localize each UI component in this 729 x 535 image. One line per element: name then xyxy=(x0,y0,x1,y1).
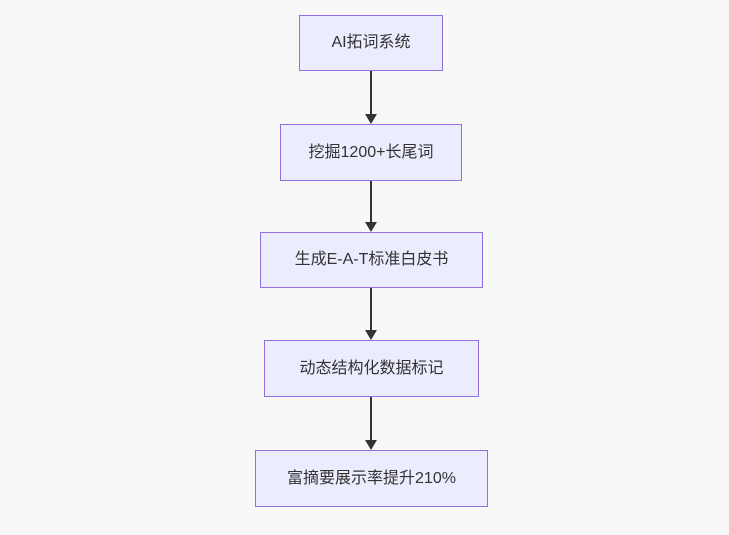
flowchart-edge-1 xyxy=(364,71,377,124)
edge-line xyxy=(369,397,372,440)
flowchart-node-rich-snippet-rate-increase: 富摘要展示率提升210% xyxy=(255,450,488,507)
arrowhead-down-icon xyxy=(364,114,377,124)
edge-line xyxy=(369,181,372,222)
flowchart-node-mine-longtail-keywords: 挖掘1200+长尾词 xyxy=(280,124,462,181)
node-label: 动态结构化数据标记 xyxy=(299,359,444,377)
flowchart-edge-3 xyxy=(364,288,377,340)
arrowhead-down-icon xyxy=(364,222,377,232)
edge-line xyxy=(369,71,372,114)
flowchart-edge-2 xyxy=(364,181,377,232)
flowchart-node-generate-eat-whitepaper: 生成E-A-T标准白皮书 xyxy=(260,232,483,288)
flowchart-node-ai-word-expansion-system: AI拓词系统 xyxy=(299,15,443,71)
node-label: 富摘要展示率提升210% xyxy=(287,469,456,487)
edge-line xyxy=(369,288,372,330)
arrowhead-down-icon xyxy=(364,330,377,340)
node-label: 生成E-A-T标准白皮书 xyxy=(294,251,449,268)
flowchart-edge-4 xyxy=(364,397,377,450)
node-label: 挖掘1200+长尾词 xyxy=(308,143,434,161)
arrowhead-down-icon xyxy=(364,440,377,450)
node-label: AI拓词系统 xyxy=(331,34,411,51)
flowchart-node-dynamic-structured-data-markup: 动态结构化数据标记 xyxy=(264,340,479,397)
